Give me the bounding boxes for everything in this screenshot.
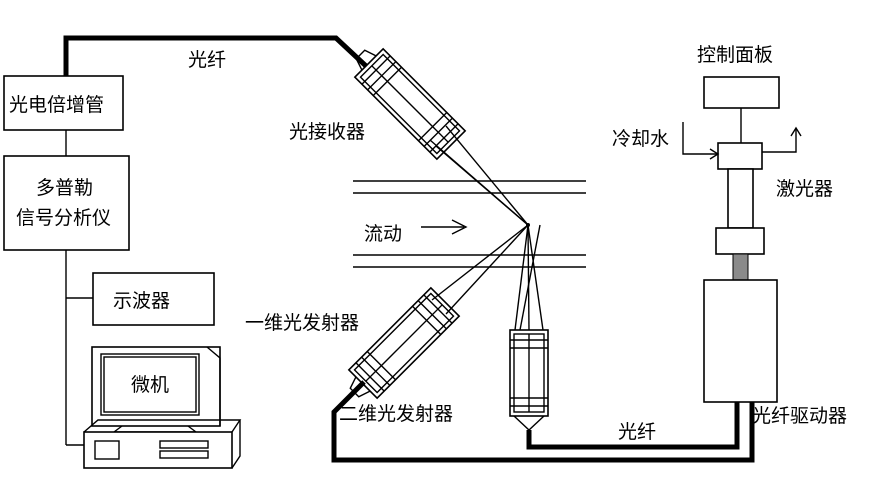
laser-output-rod xyxy=(732,253,749,281)
control-panel-box xyxy=(703,76,780,109)
flow-channel xyxy=(353,180,586,268)
fiber-top-line xyxy=(63,35,368,76)
computer-label: 微机 xyxy=(131,374,169,396)
cooling-water-icon xyxy=(682,122,802,160)
emitter-2d-probe xyxy=(509,329,549,431)
measurement-point xyxy=(526,223,530,227)
receiver-label: 光接收器 xyxy=(289,121,365,143)
pmt-box xyxy=(3,75,124,131)
oscilloscope-label: 示波器 xyxy=(113,290,170,312)
emitter-1d-probe xyxy=(347,286,461,400)
emitter-2d-beams xyxy=(514,224,544,331)
oscilloscope-box xyxy=(92,272,215,326)
receiver-beams xyxy=(429,125,529,226)
flow-arrow-icon xyxy=(421,219,468,235)
emitter-2d-label: 二维光发射器 xyxy=(339,403,453,425)
doppler-analyzer-box xyxy=(3,155,130,251)
laser-lower-block xyxy=(715,227,765,255)
emitter-1d-label: 一维光发射器 xyxy=(245,312,359,334)
laser-top-block xyxy=(717,142,763,170)
emitter-1d-beams xyxy=(431,224,529,315)
fiber-bottom-line-2d xyxy=(526,402,740,450)
receiver-probe xyxy=(353,47,467,161)
laser-tube xyxy=(727,168,754,229)
fiber-bottom-line-1d xyxy=(331,380,755,463)
pmt-label: 光电倍增管 xyxy=(9,94,104,116)
cooling-water-label: 冷却水 xyxy=(612,128,669,150)
doppler-label-line2: 信号分析仪 xyxy=(16,207,111,229)
flow-label: 流动 xyxy=(364,223,402,245)
laser-label: 激光器 xyxy=(776,178,833,200)
fiber-top-label: 光纤 xyxy=(188,49,226,71)
fiber-driver-label: 光纤驱动器 xyxy=(752,405,847,427)
computer-icon xyxy=(83,346,242,469)
fiber-driver-box xyxy=(703,279,778,403)
doppler-label-line1: 多普勒 xyxy=(36,177,93,199)
fiber-bottom-label: 光纤 xyxy=(618,421,656,443)
control-panel-label: 控制面板 xyxy=(697,44,773,66)
